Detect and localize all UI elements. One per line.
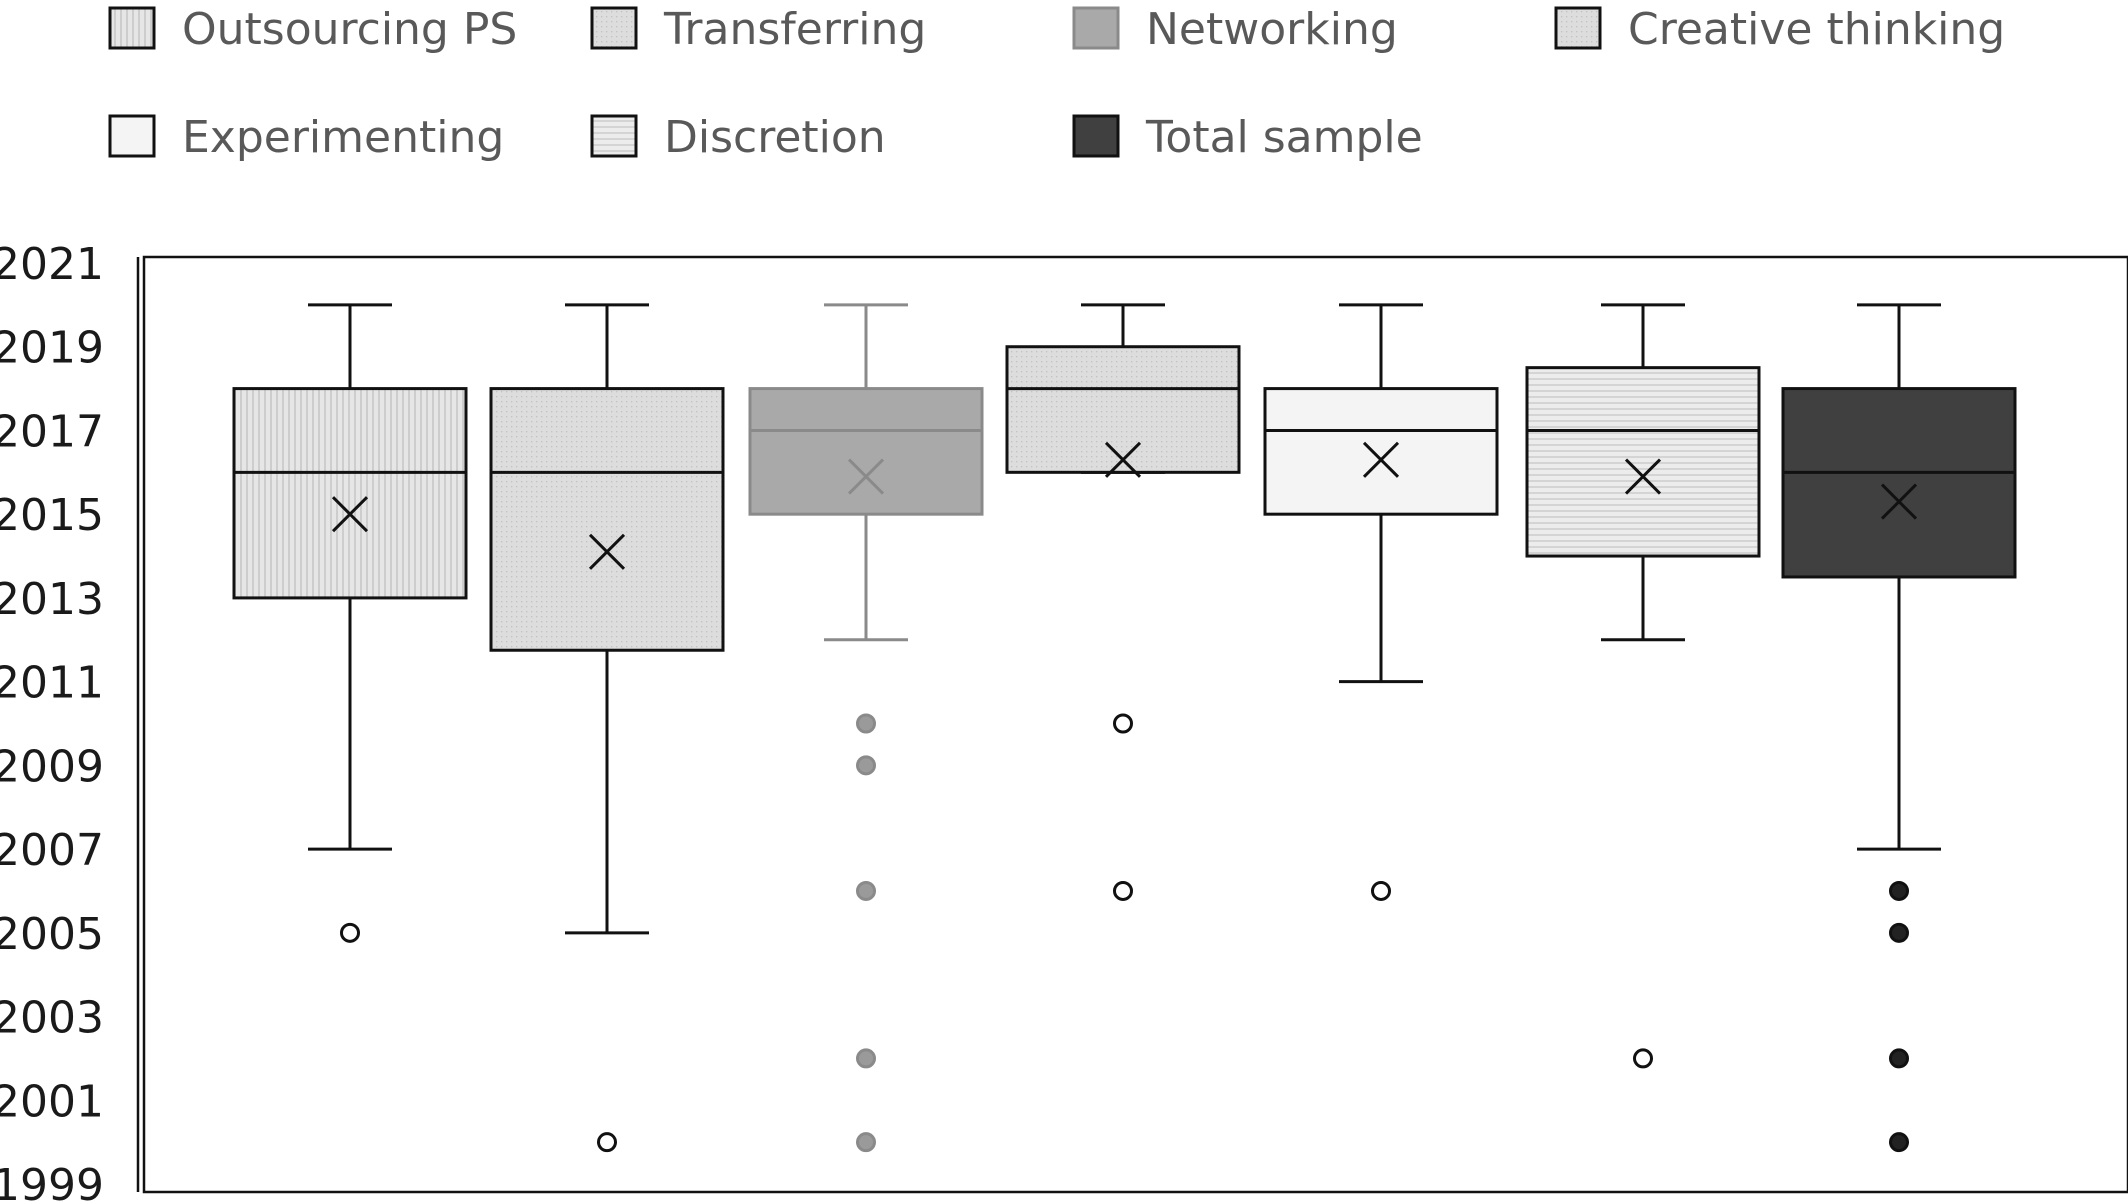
- legend-swatch: [108, 114, 156, 158]
- mean-marker: [1880, 483, 1918, 520]
- box-series: [1005, 303, 1241, 901]
- legend-label: Experimenting: [182, 112, 504, 163]
- mean-marker: [1104, 441, 1142, 478]
- legend-swatch: [1554, 6, 1602, 50]
- outlier-point: [1371, 880, 1391, 901]
- outlier-point: [1113, 713, 1133, 734]
- legend-swatch: [590, 6, 638, 50]
- mean-marker: [1362, 441, 1400, 478]
- box-series: [232, 303, 468, 943]
- legend-swatch: [590, 114, 638, 158]
- y-tick-label: 1999: [0, 1160, 104, 1203]
- y-tick-label: 2013: [0, 574, 104, 625]
- y-tick-label: 2003: [0, 993, 104, 1044]
- outlier-point: [1113, 880, 1133, 901]
- legend-swatch: [1072, 6, 1120, 50]
- box-iqr: [1005, 345, 1241, 474]
- box-series: [1263, 303, 1499, 901]
- legend: Outsourcing PS Transferring Networking Crea…: [108, 4, 2005, 163]
- outlier-point: [856, 713, 876, 734]
- y-tick-label: 2005: [0, 909, 104, 960]
- y-tick-label: 2021: [0, 239, 104, 290]
- outlier-point: [1889, 880, 1909, 901]
- outlier-point: [1633, 1048, 1653, 1069]
- box-iqr: [489, 387, 725, 652]
- mean-marker: [847, 458, 885, 495]
- box-series: [748, 303, 984, 1153]
- legend-swatch: [108, 6, 156, 50]
- outlier-point: [856, 1132, 876, 1153]
- outlier-point: [1889, 1048, 1909, 1069]
- legend-label: Creative thinking: [1628, 4, 2005, 55]
- box-series: [1525, 303, 1761, 1069]
- y-tick-label: 2015: [0, 490, 104, 541]
- y-axis: 1999 2001 2003 2005 2007 2009 2011 2013 2015 2017…: [0, 239, 104, 1203]
- legend-item: Experimenting: [108, 112, 504, 163]
- box-iqr: [748, 387, 984, 516]
- legend-item: Transferring: [590, 4, 926, 55]
- legend-label: Total sample: [1145, 112, 1423, 163]
- legend-label: Transferring: [663, 4, 926, 55]
- outlier-point: [1889, 1132, 1909, 1153]
- box-iqr: [1263, 387, 1499, 516]
- y-tick-label: 2007: [0, 825, 104, 876]
- y-tick-label: 2001: [0, 1076, 104, 1127]
- legend-label: Networking: [1146, 4, 1398, 55]
- box-iqr: [1525, 366, 1761, 558]
- legend-label: Outsourcing PS: [182, 4, 517, 55]
- legend-item: Discretion: [590, 112, 886, 163]
- legend-item: Creative thinking: [1554, 4, 2005, 55]
- legend-swatch: [1072, 114, 1120, 158]
- outlier-point: [340, 922, 360, 943]
- mean-marker: [1624, 458, 1662, 495]
- outlier-point: [597, 1132, 617, 1153]
- box-iqr: [232, 387, 468, 600]
- legend-item: Total sample: [1072, 112, 1423, 163]
- outlier-point: [856, 1048, 876, 1069]
- mean-marker: [588, 533, 626, 570]
- legend-item: Networking: [1072, 4, 1398, 55]
- legend-item: Outsourcing PS: [108, 4, 517, 55]
- legend-label: Discretion: [664, 112, 886, 163]
- y-tick-label: 2019: [0, 323, 104, 374]
- y-tick-label: 2009: [0, 741, 104, 792]
- outlier-point: [856, 880, 876, 901]
- y-tick-label: 2011: [0, 658, 104, 709]
- plot-series: [232, 303, 2017, 1153]
- box-series: [489, 303, 725, 1153]
- box-series: [1781, 303, 2017, 1153]
- mean-marker: [331, 496, 369, 533]
- outlier-point: [856, 755, 876, 776]
- outlier-point: [1889, 922, 1909, 943]
- box-iqr: [1781, 387, 2017, 579]
- y-tick-label: 2017: [0, 406, 104, 457]
